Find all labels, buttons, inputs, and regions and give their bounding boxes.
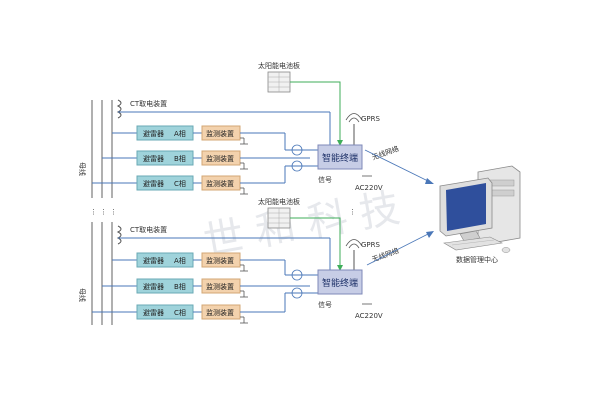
solar-wire [290, 217, 341, 270]
ct-coil-icon [116, 225, 122, 245]
busbar-label: 母线 [78, 162, 87, 176]
phase-a-label: A相 [174, 129, 186, 138]
ac-label: AC220V [355, 184, 383, 192]
data-center-label: 数据管理中心 [456, 255, 498, 264]
unit-lower: 母线 CT取电装置 避雷器 A相 监测装置 避雷器 B相 监测装置 避雷器 [78, 197, 434, 325]
monitor-label: 监测装置 [206, 129, 234, 138]
antenna-wave [345, 113, 363, 121]
arrow-icon [337, 140, 343, 146]
computer-screen [446, 183, 486, 231]
smart-terminal-box [317, 144, 363, 170]
monitor-stand [459, 230, 481, 242]
phase-b-label: B相 [174, 154, 186, 163]
solar-panel-label: 太阳能电池板 [258, 197, 300, 206]
ct-coil-icon [116, 99, 122, 119]
phase-c-label: C相 [174, 308, 186, 317]
antenna-wave [345, 239, 363, 247]
wireless-link [366, 231, 433, 266]
arrester-label: 避雷器 [143, 154, 164, 163]
arrow-icon [425, 178, 434, 184]
monitor-label: 监测装置 [206, 179, 234, 188]
antenna-wave [348, 117, 360, 123]
gprs-label: GPRS [361, 241, 381, 249]
wireless-link [364, 149, 433, 184]
arrester-label: 避雷器 [143, 256, 164, 265]
ac-label: AC220V [355, 312, 383, 320]
keyboard-keys [451, 239, 495, 246]
antenna-wave [348, 243, 360, 249]
monitor-label: 监测装置 [206, 282, 234, 291]
keyboard-icon [443, 236, 503, 251]
arrester-label: 避雷器 [143, 179, 164, 188]
continuation-dots: ⋮ [100, 208, 107, 216]
arrow-icon [337, 265, 343, 271]
monitor-label: 监测装置 [206, 256, 234, 265]
monitor-label: 监测装置 [206, 154, 234, 163]
arrester-label: 避雷器 [143, 308, 164, 317]
computer-icon [439, 165, 521, 253]
continuation-dots: ⋮ [349, 208, 356, 216]
continuation-dots: ⋮ [90, 208, 97, 216]
wireless-label: 无线网络 [371, 144, 400, 162]
arrester-label: 避雷器 [143, 282, 164, 291]
solar-panel-label: 太阳能电池板 [258, 61, 300, 70]
phase-a-label: A相 [174, 256, 186, 265]
phase-b-label: B相 [174, 282, 186, 291]
ct-label: CT取电装置 [130, 99, 167, 108]
phase-c-label: C相 [174, 179, 186, 188]
unit-upper: 母线 CT取电装置 避雷器 A相 监测装置 避雷器 B相 监测装置 [78, 61, 434, 198]
smart-terminal-label: 智能终端 [322, 152, 358, 164]
continuation-dots: ⋮ [110, 208, 117, 216]
gprs-label: GPRS [361, 115, 381, 123]
smart-terminal-label: 智能终端 [322, 277, 358, 289]
ct-label: CT取电装置 [130, 225, 167, 234]
monitor-label: 监测装置 [206, 308, 234, 317]
busbar-label: 母线 [78, 288, 87, 302]
signal-label: 信号 [318, 300, 332, 309]
mouse-icon [501, 247, 511, 253]
arrester-label: 避雷器 [143, 129, 164, 138]
arrow-icon [426, 231, 434, 238]
solar-wire [290, 81, 341, 145]
signal-label: 信号 [318, 175, 332, 184]
smart-terminal-box [317, 269, 363, 295]
